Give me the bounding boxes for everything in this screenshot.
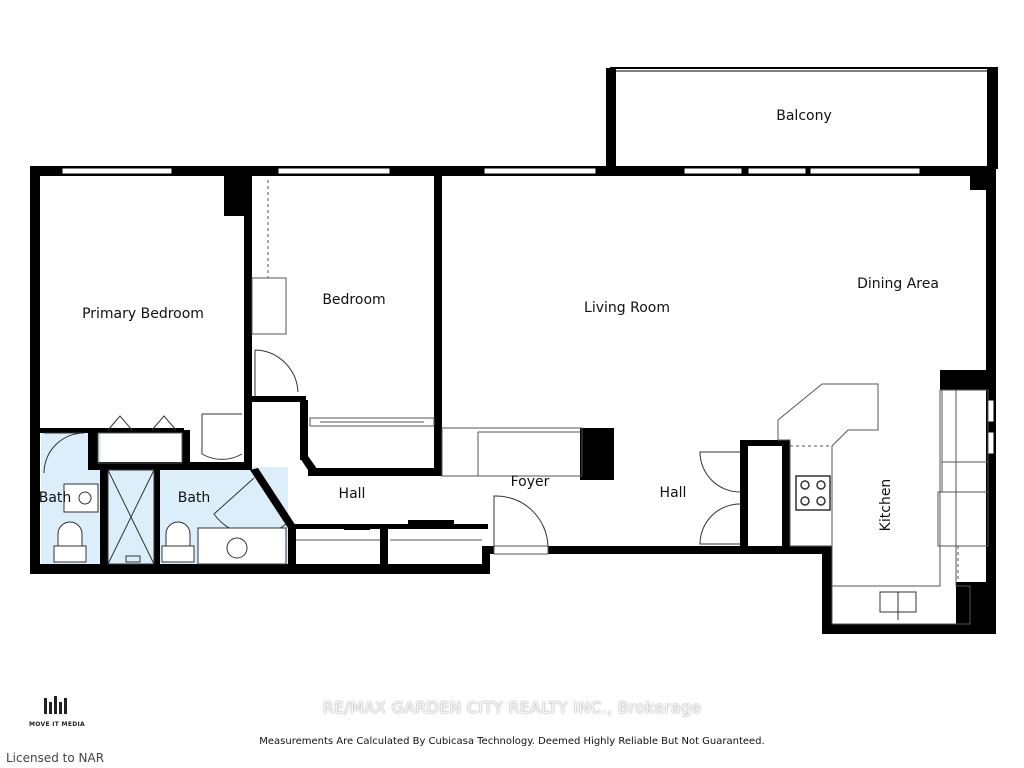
logo-text: MOVE IT MEDIA bbox=[29, 721, 85, 728]
bath-fixtures bbox=[53, 483, 287, 565]
sink-icon bbox=[63, 483, 99, 513]
label-hall-2: Hall bbox=[660, 485, 687, 501]
move-it-media-logo: MOVE IT MEDIA bbox=[22, 694, 92, 728]
label-bath-1: Bath bbox=[39, 490, 72, 506]
cabinetry-outlines bbox=[97, 180, 989, 625]
measurement-disclaimer: Measurements Are Calculated By Cubicasa … bbox=[259, 736, 765, 747]
label-kitchen: Kitchen bbox=[878, 479, 894, 532]
logo-bars-icon bbox=[44, 696, 67, 714]
label-dining-area: Dining Area bbox=[857, 276, 939, 292]
shower-icon bbox=[107, 469, 155, 565]
label-primary-bedroom: Primary Bedroom bbox=[82, 306, 204, 322]
label-balcony: Balcony bbox=[776, 108, 832, 124]
windows bbox=[61, 167, 995, 455]
label-bath-2: Bath bbox=[178, 490, 211, 506]
label-foyer: Foyer bbox=[511, 474, 550, 490]
door-swings bbox=[43, 349, 741, 547]
label-bedroom: Bedroom bbox=[322, 292, 385, 308]
vanity-sink-icon bbox=[197, 527, 287, 565]
kitchen-sink-icon bbox=[879, 591, 917, 620]
stove-icon bbox=[795, 475, 831, 511]
interior-walls bbox=[40, 176, 790, 566]
brokerage-watermark: RE/MAX GARDEN CITY REALTY INC., Brokerag… bbox=[322, 698, 702, 717]
label-living-room: Living Room bbox=[584, 300, 670, 316]
label-hall-1: Hall bbox=[339, 486, 366, 502]
toilet-icon-2 bbox=[165, 521, 191, 547]
license-note: Licensed to NAR bbox=[6, 751, 105, 765]
toilet-icon bbox=[57, 521, 83, 547]
